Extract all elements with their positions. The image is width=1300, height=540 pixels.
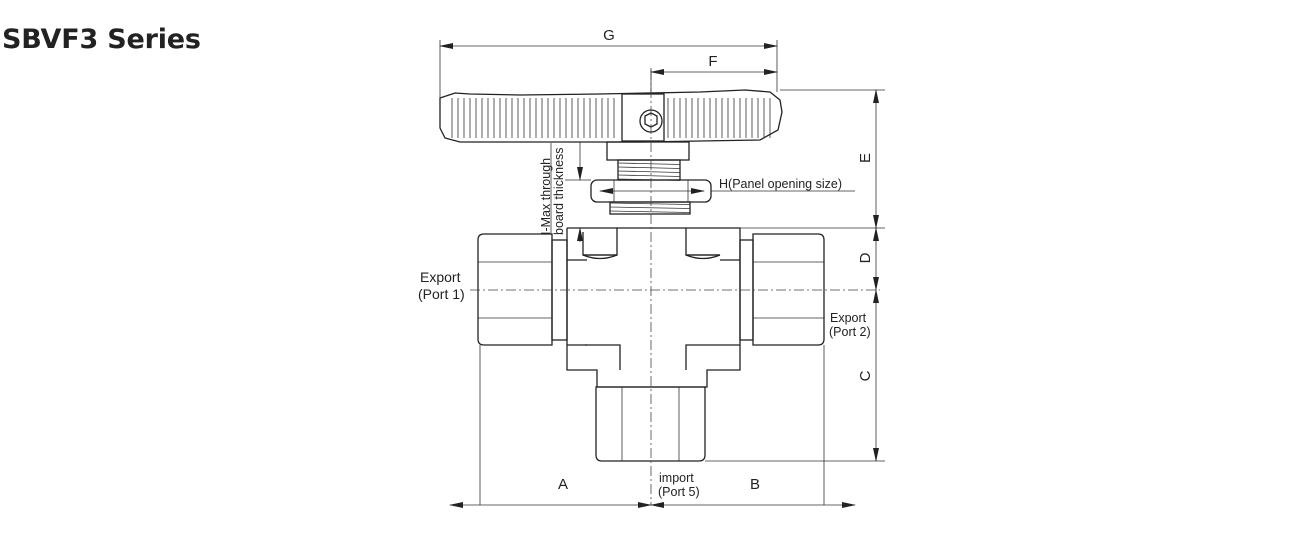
port-1-fitting [477,233,568,346]
port-2-label-line-1: Export [830,311,867,325]
dim-label-i-line-1: I-Max through [539,158,553,235]
dim-label-h: H(Panel opening size) [719,177,842,191]
port-1-label-line-2: (Port 1) [418,286,465,302]
page-title: SBVF3 Series [2,24,201,55]
valve-body [566,227,741,388]
port-2-fitting [739,233,825,346]
port-1-label-line-1: Export [420,269,461,285]
port-2-label-line-2: (Port 2) [829,325,871,339]
port-5-label-line-2: (Port 5) [658,485,700,499]
dim-label-c: C [857,370,874,381]
dim-label-d: D [857,252,874,263]
dim-label-e: E [857,153,874,163]
port-5-fitting [595,386,706,462]
dimension-lines [439,43,879,508]
dim-label-a: A [558,476,568,493]
dim-label-f: F [708,53,717,70]
dim-label-i-line-2: board thickness [552,147,566,235]
extension-lines [439,40,885,505]
port-5-label-line-1: import [659,471,694,485]
dim-label-b: B [750,476,760,493]
dim-label-g: G [603,27,615,44]
handle-knob [439,89,783,143]
